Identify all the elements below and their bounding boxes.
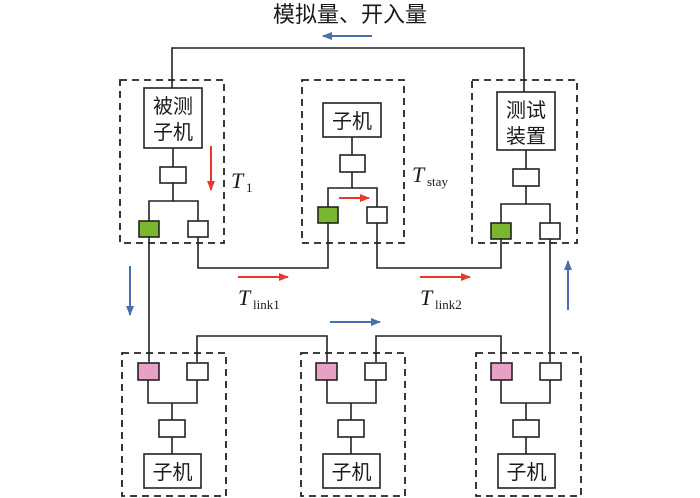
bottom-node-2-wire-1 — [326, 380, 377, 404]
dut-group-border — [119, 79, 225, 244]
bottom-node-1-switch — [158, 419, 186, 438]
tstay-label-main: T — [412, 162, 426, 187]
bottom-node-3-box — [497, 453, 556, 489]
tester-group-border — [471, 79, 578, 244]
bottom-node-3-wire-1 — [500, 380, 551, 404]
mid-port-b — [366, 206, 388, 224]
bottom-node-3: 子机 — [475, 352, 582, 497]
t1-label-sub: 1 — [246, 180, 253, 195]
ring-link2-wire — [375, 335, 502, 362]
bottom-node-2: 子机 — [300, 352, 406, 497]
mid-group-border — [301, 79, 405, 244]
mid-wire-3 — [352, 187, 378, 207]
dut-label-line2: 子机 — [153, 120, 193, 144]
bottom-node-2-box — [322, 453, 381, 489]
bottom-node-3-port-a — [490, 362, 513, 381]
bottom-node-2-label: 子机 — [332, 460, 372, 484]
tester-wire-2 — [500, 186, 527, 223]
bottom-node-3-label: 子机 — [507, 460, 547, 484]
feedback-wire — [171, 47, 525, 96]
mid-switch — [339, 154, 366, 173]
tester-wire-3 — [526, 203, 551, 223]
dut-port-b — [187, 220, 209, 238]
bottom-node-1-port-a — [137, 362, 160, 381]
bottom-node-2-port-b — [364, 362, 387, 381]
mid-port-a — [317, 206, 339, 224]
bottom-node-1-label: 子机 — [153, 460, 193, 484]
mid-wire-2 — [327, 172, 353, 207]
bottom-node-3-border — [475, 352, 582, 497]
mid-label: 子机 — [332, 109, 372, 133]
bottom-node-1-box — [143, 453, 202, 489]
tester-port-b — [539, 222, 561, 240]
dut-wire-3 — [173, 200, 199, 221]
tstay-label-sub: stay — [427, 174, 448, 189]
dut-switch — [159, 166, 187, 184]
tlink1-label-sub: link1 — [253, 297, 280, 312]
ring-link1-wire — [196, 335, 328, 362]
bottom-node-1-port-b — [186, 362, 209, 381]
tlink1-label-main: T — [238, 285, 252, 310]
bottom-node-3-switch — [512, 419, 540, 438]
diagram-title: 模拟量、开入量 — [273, 3, 427, 28]
bottom-node-2-port-a — [315, 362, 338, 381]
dut-box — [143, 87, 203, 149]
bottom-node-2-switch — [337, 419, 365, 438]
link1-wire — [197, 223, 329, 269]
bottom-node-1-wire-1 — [147, 380, 198, 404]
tester-port-a — [490, 222, 512, 240]
tester-label-line2: 装置 — [506, 124, 546, 148]
bottom-node-2-border — [300, 352, 406, 497]
t1-label-main: T — [231, 168, 245, 193]
tester-switch — [512, 168, 540, 187]
bottom-node-1: 子机 — [121, 352, 227, 497]
mid-box — [322, 102, 382, 138]
link2-wire — [376, 223, 502, 269]
tlink2-label-sub: link2 — [435, 297, 462, 312]
dut-port-a — [138, 220, 160, 238]
dut-wire-2 — [148, 183, 174, 221]
dut-label-line1: 被测 — [153, 94, 193, 118]
tester-label-line1: 测试 — [506, 98, 546, 122]
tlink2-label-main: T — [420, 285, 434, 310]
bottom-node-1-border — [121, 352, 227, 497]
bottom-node-3-port-b — [539, 362, 562, 381]
